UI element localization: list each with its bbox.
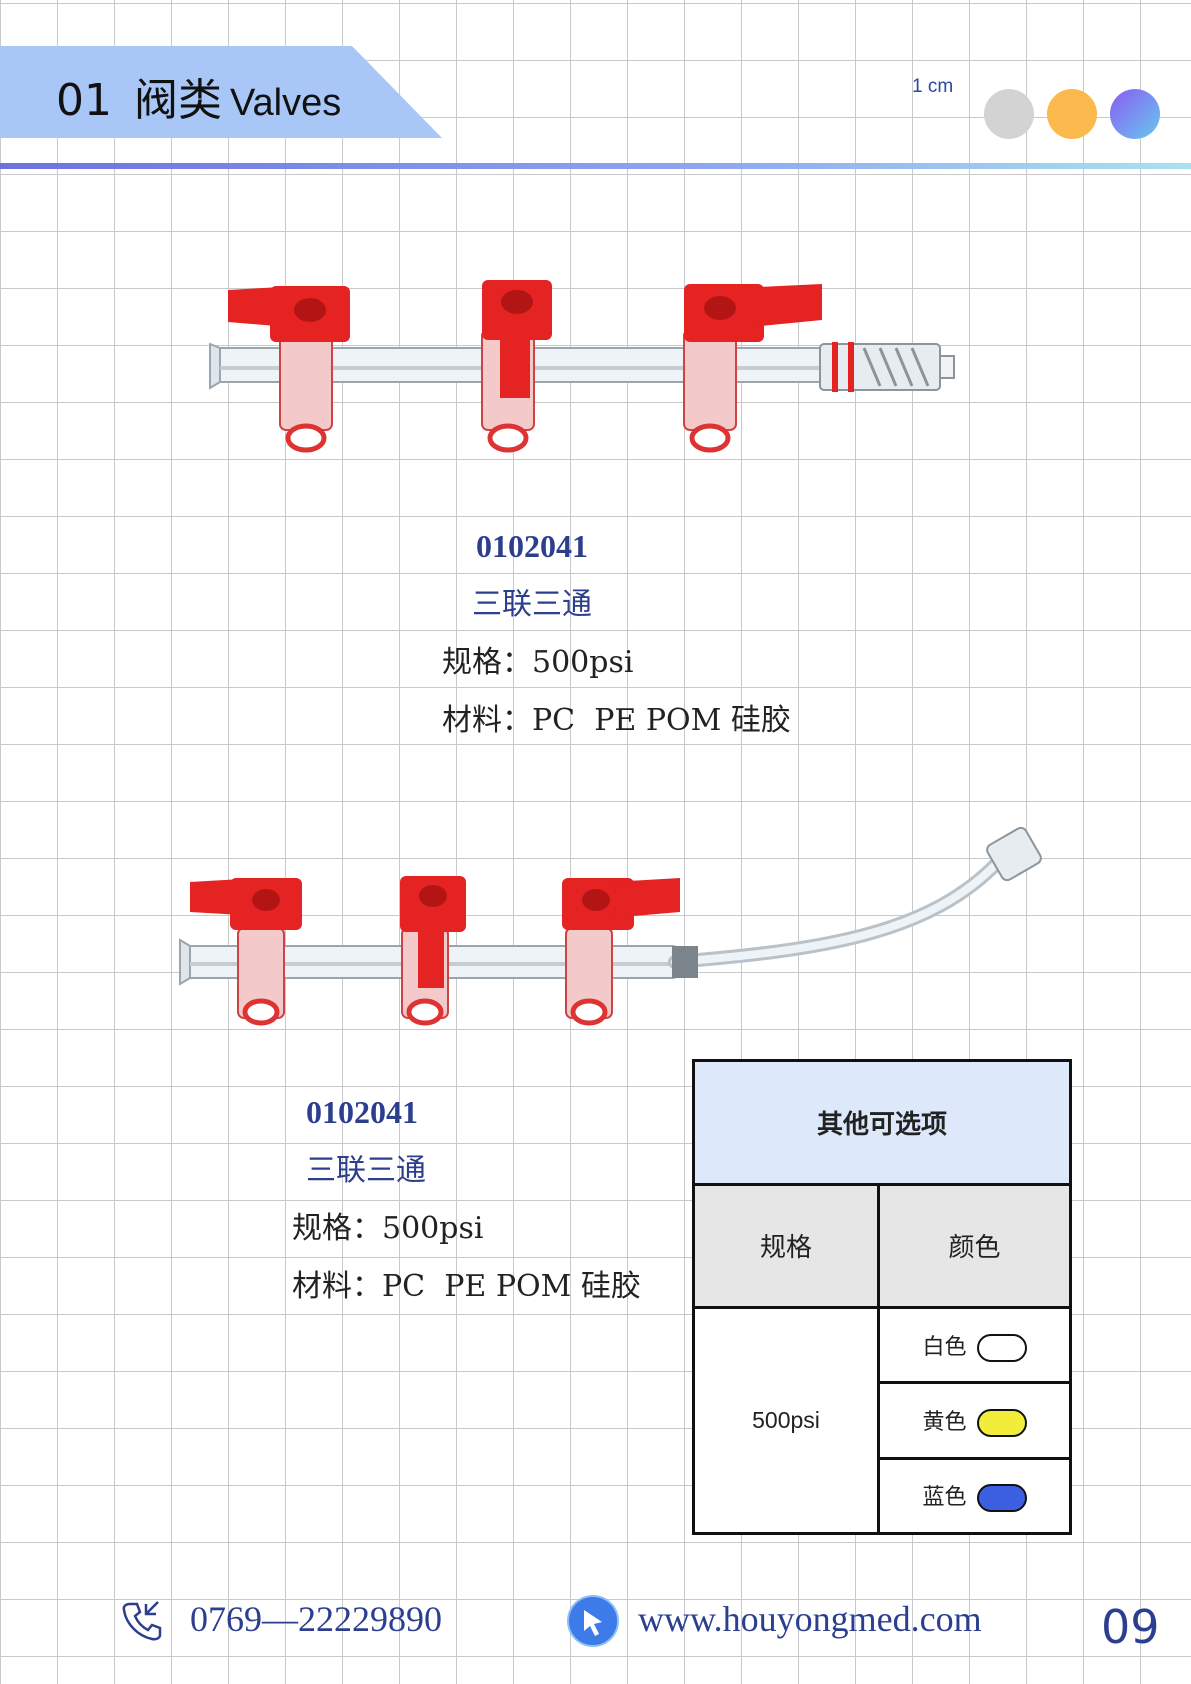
product-info-1: 0102041 三联三通 规格：500psi 材料：PC PE POM 硅胶 [442,528,791,739]
color-swatch [976,1333,1027,1362]
color-label: 白色 [922,1334,967,1360]
product-image-straight-manifold [209,280,955,453]
title-en: Valves [230,82,342,124]
product-code: 0102041 [306,1094,418,1130]
color-dot-gray [984,89,1034,139]
title-cn: 阀类 [134,75,222,126]
header-divider [0,163,1191,169]
color-option-white: 白色 [877,1306,1072,1385]
options-table-title: 其他可选项 [692,1059,1072,1186]
product-code: 0102041 [476,528,588,564]
product-material: 材料：PC PE POM 硅胶 [442,703,791,738]
color-swatch [976,1409,1027,1437]
color-label: 蓝色 [922,1485,967,1511]
product-info-2: 0102041 三联三通 规格：500psi 材料：PC PE POM 硅胶 [292,1094,641,1305]
color-dot-orange [1047,89,1097,139]
scale-label: 1 cm [912,76,954,97]
color-label: 黄色 [922,1410,967,1435]
footer-phone: 0769—22229890 [190,1599,442,1639]
web-cursor-icon [567,1595,619,1647]
product-spec: 规格：500psi [292,1211,484,1246]
product-name: 三联三通 [472,587,592,622]
spec-value-cell: 500psi [692,1306,880,1535]
color-swatch [976,1484,1027,1513]
product-name: 三联三通 [306,1153,426,1188]
color-option-yellow: 黄色 [877,1381,1072,1460]
product-spec: 规格：500psi [442,645,634,680]
column-header-spec: 规格 [692,1182,880,1310]
phone-icon [122,1601,162,1641]
page-number: 09 [1101,1600,1160,1654]
section-number: 01 [56,75,112,126]
page-title: 01 阀类 Valves [56,64,342,126]
footer-website[interactable]: www.houyongmed.com [638,1599,982,1639]
column-header-color: 颜色 [877,1182,1072,1310]
options-table: 其他可选项 规格 颜色 500psi 白色 黄色 蓝色 [692,1059,1072,1536]
product-material: 材料：PC PE POM 硅胶 [292,1269,641,1304]
color-dot-purple [1110,89,1160,139]
product-image-manifold-with-tube [179,826,1042,1026]
color-option-blue: 蓝色 [877,1456,1072,1536]
